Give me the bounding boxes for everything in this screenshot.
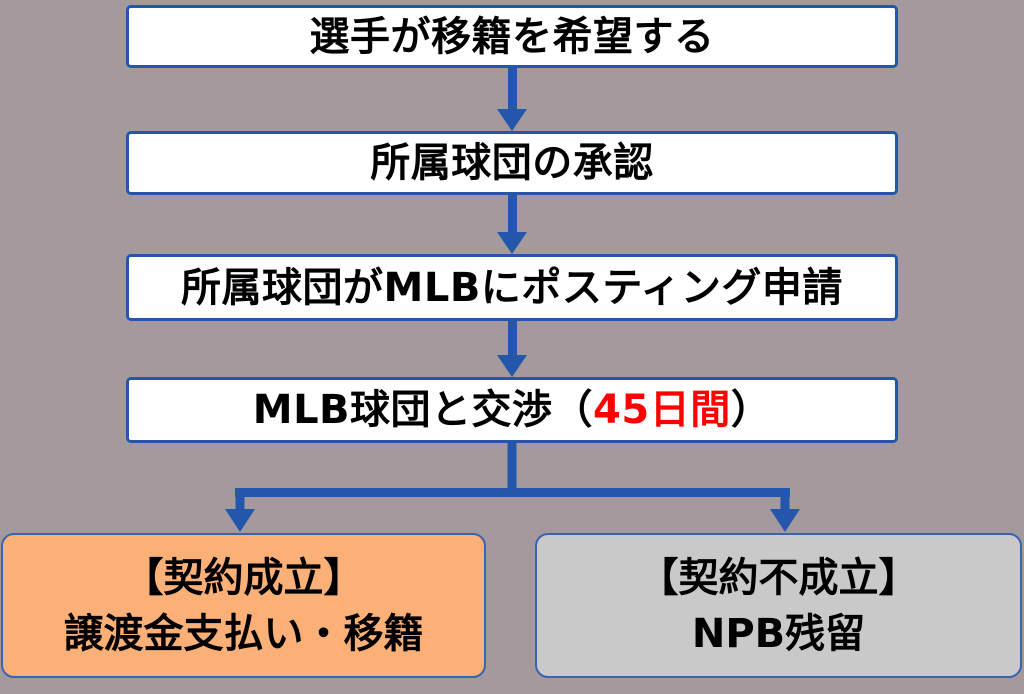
arrow-stem (507, 321, 517, 355)
branch-horizontal-bar (235, 488, 790, 497)
outcome-box-contract-failure: 【契約不成立】 NPB残留 (535, 533, 1022, 678)
flow-step-club-approval: 所属球団の承認 (126, 131, 898, 195)
branch-right-stem (780, 488, 790, 511)
negotiation-label-after: ） (730, 387, 772, 433)
negotiation-label-before: MLB球団と交渉（ (252, 387, 594, 433)
arrow-head (497, 232, 527, 254)
outcome-detail: NPB残留 (691, 610, 866, 657)
arrow-head (497, 355, 527, 377)
arrow-stem (507, 68, 517, 109)
flow-step-label: 選手が移籍を希望する (309, 13, 715, 60)
down-arrow-icon (497, 195, 527, 254)
arrow-head (497, 109, 527, 131)
flow-step-posting-application: 所属球団がMLBにポスティング申請 (126, 254, 898, 321)
down-arrow-icon (770, 509, 800, 532)
outcome-heading: 【契約不成立】 (638, 554, 919, 601)
arrow-stem (507, 195, 517, 232)
outcome-detail: 譲渡金支払い・移籍 (63, 610, 424, 657)
branch-left-stem (235, 488, 245, 511)
branch-connector (225, 443, 800, 532)
down-arrow-icon (225, 509, 255, 532)
outcome-box-contract-success: 【契約成立】 譲渡金支払い・移籍 (1, 533, 486, 678)
down-arrow-icon (497, 321, 527, 377)
flow-step-player-request: 選手が移籍を希望する (126, 5, 898, 68)
flow-step-mlb-negotiation: MLB球団と交渉（45日間） (126, 377, 898, 443)
flow-step-label: 所属球団の承認 (370, 140, 654, 186)
flow-step-label: 所属球団がMLBにポスティング申請 (181, 264, 843, 311)
branch-center-stem (507, 443, 517, 497)
flow-step-label: MLB球団と交渉（45日間） (253, 390, 771, 430)
negotiation-duration-highlight: 45日間 (593, 387, 731, 433)
down-arrow-icon (497, 68, 527, 131)
outcome-heading: 【契約成立】 (123, 554, 364, 601)
